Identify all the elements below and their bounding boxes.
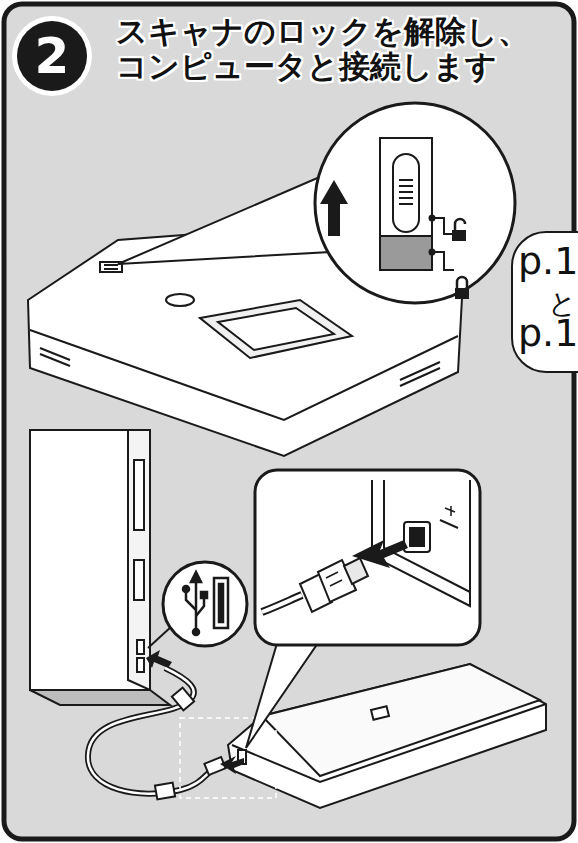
leader-line	[148, 626, 172, 648]
leader-line	[118, 176, 330, 264]
panel	[4, 4, 574, 839]
number-ring	[12, 16, 92, 96]
step-title: スキャナのロックを解除し、 コンピュータと接続します	[116, 14, 531, 83]
usb-callout	[163, 562, 247, 646]
insert-arrow	[220, 756, 244, 774]
zoom-frame	[180, 718, 276, 798]
lock-callout	[315, 103, 515, 303]
port-detail	[372, 480, 470, 606]
lock-switch	[380, 138, 454, 270]
usb-cable	[88, 668, 226, 799]
scanner-bottom	[28, 226, 462, 456]
port-callout	[255, 470, 480, 645]
lock-icon	[455, 277, 469, 299]
unlock-icon	[452, 219, 466, 241]
slide-arrow	[320, 180, 348, 236]
page-reference: p.1	[518, 312, 578, 355]
pc-tower	[30, 430, 170, 705]
leader-line	[246, 640, 320, 748]
insert-arrow	[146, 650, 172, 668]
reference-bubble	[512, 232, 578, 372]
page-reference: p.1	[518, 240, 578, 283]
step-number: 2	[35, 28, 70, 84]
usb-plug	[262, 558, 368, 612]
usb-symbol	[183, 572, 228, 635]
number-circle	[17, 21, 87, 91]
